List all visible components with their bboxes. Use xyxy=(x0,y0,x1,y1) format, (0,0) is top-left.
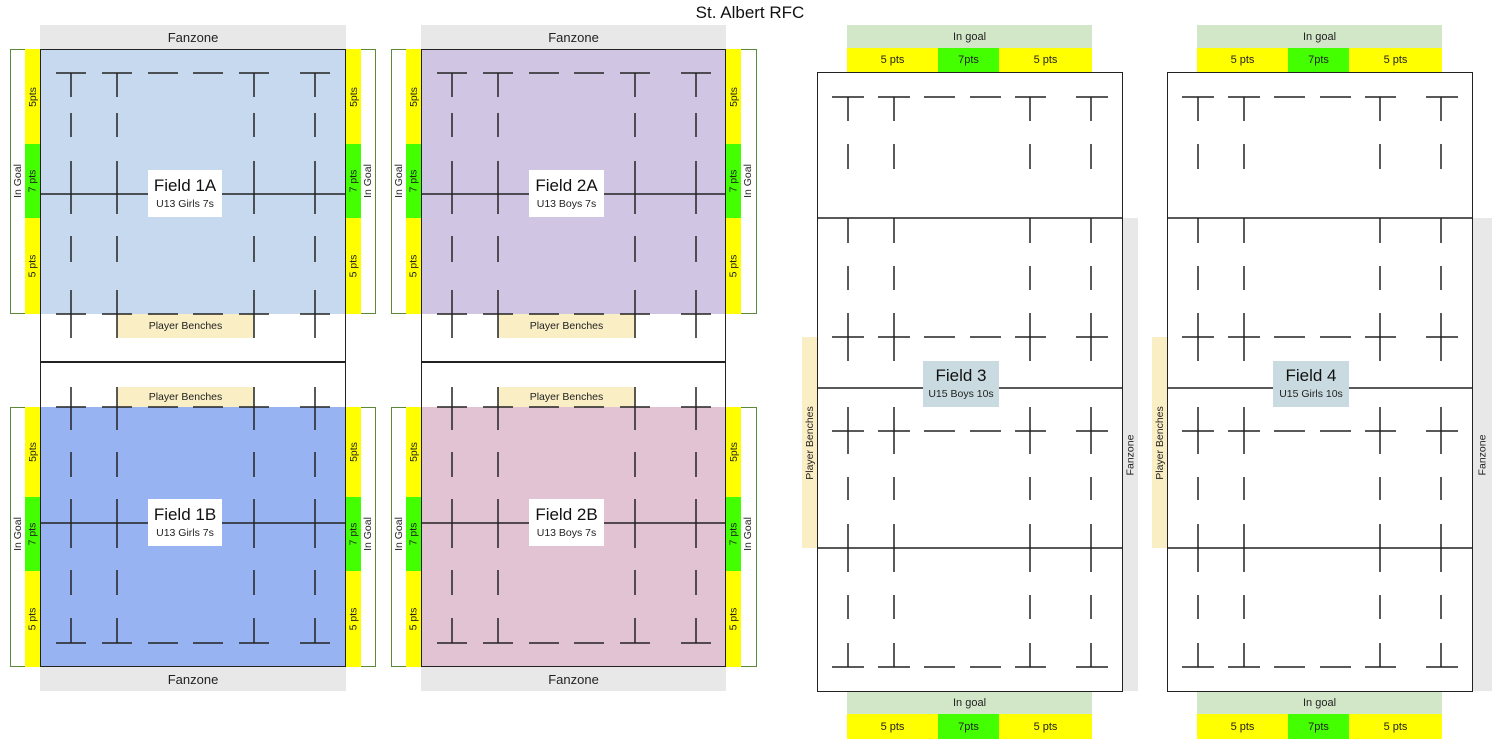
field-label-2a: Field 2A U13 Boys 7s xyxy=(529,170,604,217)
fanzone-4-side: Fanzone xyxy=(1473,218,1492,691)
field-division: U13 Girls 7s xyxy=(156,526,214,539)
score-zone-7pts-4-bottom: 7pts xyxy=(1288,714,1349,739)
field-2-gap xyxy=(421,314,726,407)
score-zone-7pts-1a-right: 7 pts xyxy=(346,144,361,218)
score-zone-5pts-1b-left-bottom: 5 pts xyxy=(25,571,40,667)
field-division: U13 Boys 7s xyxy=(536,197,597,210)
score-zone-7pts-4-top: 7pts xyxy=(1288,48,1349,72)
score-zone-5pts-1b-left-top: 5pts xyxy=(25,407,40,497)
score-zone-5pts-1a-right-top: 5pts xyxy=(346,49,361,144)
field-name: Field 3 xyxy=(935,366,987,385)
score-zone-7pts-3-bottom: 7pts xyxy=(938,714,999,739)
fanzone-1b-bottom: Fanzone xyxy=(40,667,346,691)
score-zone-5pts-3-top-left: 5 pts xyxy=(847,48,938,72)
field-name: Field 2B xyxy=(535,504,598,524)
field-label-1a: Field 1A U13 Girls 7s xyxy=(148,170,222,217)
score-zone-7pts-2b-right: 7 pts xyxy=(726,497,741,571)
field-2-divider-line xyxy=(421,361,726,363)
field-division: U15 Girls 10s xyxy=(1279,388,1343,400)
player-benches-2a: Player Benches xyxy=(498,314,635,338)
in-goal-band-4-bottom: In goal xyxy=(1197,692,1442,714)
page-title: St. Albert RFC xyxy=(695,3,805,22)
score-zone-5pts-1a-left-top: 5pts xyxy=(25,49,40,144)
score-zone-7pts-1a-left: 7 pts xyxy=(25,144,40,218)
score-zone-7pts-2b-left: 7 pts xyxy=(406,497,421,571)
field-label-3: Field 3 U15 Boys 10s xyxy=(923,361,999,407)
in-goal-band-4-top: In goal xyxy=(1197,25,1442,48)
field-name: Field 4 xyxy=(1285,366,1337,385)
score-zone-5pts-3-top-right: 5 pts xyxy=(999,48,1092,72)
score-zone-5pts-4-top-right: 5 pts xyxy=(1349,48,1442,72)
score-zone-5pts-3-bottom-left: 5 pts xyxy=(847,714,938,739)
score-zone-5pts-2a-right-bottom: 5 pts xyxy=(726,218,741,314)
player-benches-1b: Player Benches xyxy=(117,387,254,407)
player-benches-2b: Player Benches xyxy=(498,387,635,407)
field-division: U13 Girls 7s xyxy=(156,197,214,210)
field-label-4: Field 4 U15 Girls 10s xyxy=(1273,361,1349,407)
score-zone-5pts-2b-right-top: 5pts xyxy=(726,407,741,497)
score-zone-5pts-1b-right-bottom: 5 pts xyxy=(346,571,361,667)
player-benches-4: Player Benches xyxy=(1152,337,1167,548)
fanzone-2a-top: Fanzone xyxy=(421,25,726,49)
score-zone-5pts-1b-right-top: 5pts xyxy=(346,407,361,497)
player-benches-3: Player Benches xyxy=(802,337,817,548)
score-zone-5pts-2a-right-top: 5pts xyxy=(726,49,741,144)
fanzone-2b-bottom: Fanzone xyxy=(421,667,726,691)
fanzone-1a-top: Fanzone xyxy=(40,25,346,49)
field-name: Field 1B xyxy=(153,504,217,524)
score-zone-7pts-2a-right: 7 pts xyxy=(726,144,741,218)
score-zone-5pts-2a-left-top: 5pts xyxy=(406,49,421,144)
score-zone-5pts-1a-left-bottom: 5 pts xyxy=(25,218,40,314)
field-division: U15 Boys 10s xyxy=(928,388,994,400)
score-zone-7pts-3-top: 7pts xyxy=(938,48,999,72)
score-zone-5pts-2b-left-bottom: 5 pts xyxy=(406,571,421,667)
score-zone-7pts-1b-left: 7 pts xyxy=(25,497,40,571)
score-zone-5pts-1a-right-bottom: 5 pts xyxy=(346,218,361,314)
score-zone-5pts-2b-left-top: 5pts xyxy=(406,407,421,497)
score-zone-5pts-3-bottom-right: 5 pts xyxy=(999,714,1092,739)
fanzone-3-side: Fanzone xyxy=(1123,218,1138,691)
score-zone-7pts-2a-left: 7 pts xyxy=(406,144,421,218)
score-zone-5pts-4-top-left: 5 pts xyxy=(1197,48,1288,72)
field-division: U13 Boys 7s xyxy=(536,526,597,539)
field-name: Field 2A xyxy=(535,175,598,195)
field-label-2b: Field 2B U13 Boys 7s xyxy=(529,499,604,546)
player-benches-1a: Player Benches xyxy=(117,314,254,338)
score-zone-5pts-4-bottom-left: 5 pts xyxy=(1197,714,1288,739)
score-zone-5pts-4-bottom-right: 5 pts xyxy=(1349,714,1442,739)
field-1-gap xyxy=(40,314,346,407)
field-1-divider-line xyxy=(40,361,346,363)
field-name: Field 1A xyxy=(153,175,217,195)
score-zone-5pts-2b-right-bottom: 5 pts xyxy=(726,571,741,667)
score-zone-7pts-1b-right: 7 pts xyxy=(346,497,361,571)
in-goal-band-3-top: In goal xyxy=(847,25,1092,48)
in-goal-band-3-bottom: In goal xyxy=(847,692,1092,714)
score-zone-5pts-2a-left-bottom: 5 pts xyxy=(406,218,421,314)
field-1a-pitch[interactable] xyxy=(40,49,346,314)
field-label-1b: Field 1B U13 Girls 7s xyxy=(148,499,222,546)
